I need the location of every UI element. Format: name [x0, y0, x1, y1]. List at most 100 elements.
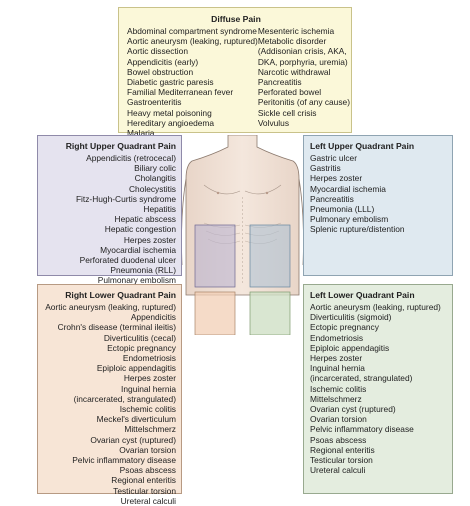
condition-item: Herpes zoster	[310, 173, 363, 184]
condition-item: Ureteral calculi	[310, 465, 366, 476]
condition-item: Testicular torsion	[310, 455, 373, 466]
left-lower-quadrant-box: Left Lower Quadrant Pain Aortic aneurysm…	[303, 284, 453, 494]
condition-item: Abdominal compartment syndrome	[127, 26, 257, 36]
condition-item: Pancreatitis	[310, 193, 354, 204]
condition-item: DKA, porphyria, uremia)	[257, 56, 348, 67]
condition-item: Ovarian cyst (ruptured)	[90, 434, 176, 445]
condition-item: Ovarian torsion	[119, 444, 176, 455]
condition-item: Ovarian torsion	[310, 414, 367, 425]
condition-item: (Addisonian crisis, AKA,	[257, 46, 347, 57]
condition-item: Psoas abscess	[310, 434, 367, 445]
condition-item: Regional enteritis	[310, 444, 375, 455]
nipple	[265, 191, 269, 195]
condition-item: Crohn's disease (terminal ileitis)	[57, 322, 176, 333]
condition-item: Diabetic gastric paresis	[127, 77, 214, 88]
condition-item: Appendicitis (early)	[127, 56, 199, 67]
condition-item: Testicular torsion	[113, 485, 176, 496]
condition-item: Pelvic inflammatory disease	[72, 455, 176, 466]
condition-item: Pancreatitis	[257, 77, 302, 88]
condition-item: Ectopic pregnancy	[310, 322, 379, 333]
luq-title: Left Upper Quadrant Pain	[310, 141, 415, 151]
condition-item: Mesenteric ischemia	[257, 26, 335, 36]
condition-item: Diverticulitis (sigmoid)	[310, 312, 392, 323]
condition-item: Ischemic colitis	[119, 404, 176, 415]
condition-item: Pneumonia (LLL)	[310, 204, 375, 215]
ruq-region-overlay	[194, 224, 236, 288]
condition-item: Gastric ulcer	[310, 153, 358, 163]
condition-item: Endometriosis	[122, 353, 176, 364]
condition-item: Aortic aneurysm (leaking, ruptured)	[310, 302, 441, 312]
condition-item: Herpes zoster	[123, 234, 176, 245]
condition-item: Aortic aneurysm (leaking, ruptured)	[127, 36, 258, 47]
condition-item: Cholangitis	[134, 173, 176, 184]
rlq-list: Aortic aneurysm (leaking, ruptured)Appen…	[42, 302, 176, 506]
condition-item: Meckel's diverticulum	[96, 414, 176, 425]
condition-item: Familial Mediterranean fever	[127, 87, 234, 98]
condition-item: Peritonitis (of any cause)	[257, 97, 350, 108]
right-upper-quadrant-box: Right Upper Quadrant Pain Appendicitis (…	[37, 135, 182, 285]
condition-item: Herpes zoster	[123, 373, 176, 384]
condition-item: Hepatic abscess	[114, 214, 176, 225]
condition-item: Perforated duodenal ulcer	[79, 255, 176, 266]
condition-item: Pelvic inflammatory disease	[310, 424, 414, 435]
condition-item: Appendicitis	[130, 312, 176, 323]
condition-item: Regional enteritis	[111, 475, 176, 486]
condition-item: Bowel obstruction	[127, 66, 194, 77]
condition-item: Ischemic colitis	[310, 383, 367, 394]
condition-item: Gastritis	[310, 163, 341, 174]
condition-item: Sickle cell crisis	[257, 107, 317, 118]
condition-item: Inguinal hernia	[310, 363, 365, 374]
condition-item: Aortic aneurysm (leaking, ruptured)	[45, 302, 176, 312]
condition-item: Mittelschmerz	[124, 424, 176, 435]
condition-item: Pulmonary embolism	[97, 275, 176, 286]
diffuse-pain-box: Diffuse Pain Abdominal compartment syndr…	[118, 7, 352, 138]
condition-item: Hereditary angioedema	[127, 117, 215, 128]
diffuse-pain-title: Diffuse Pain	[211, 14, 261, 24]
chest-contour	[244, 184, 282, 195]
condition-item: Appendicitis (retrocecal)	[86, 153, 176, 163]
condition-item: (incarcerated, strangulated)	[73, 393, 176, 404]
condition-item: Gastroenteritis	[127, 97, 182, 108]
right-arm-shape	[298, 178, 303, 265]
condition-item: Mittelschmerz	[310, 393, 362, 404]
chest-contour	[203, 184, 241, 195]
condition-item: Splenic rupture/distention	[310, 224, 405, 235]
condition-item: Malaria	[127, 128, 155, 139]
nipple	[216, 191, 220, 195]
condition-item: Hepatic congestion	[104, 224, 176, 235]
condition-item: Pneumonia (RLL)	[110, 265, 176, 276]
luq-region-overlay	[249, 224, 291, 288]
condition-item: Endometriosis	[310, 332, 364, 343]
condition-item: Myocardial ischemia	[100, 244, 176, 255]
condition-item: Fitz-Hugh-Curtis syndrome	[75, 193, 176, 204]
condition-item: Myocardial ischemia	[310, 183, 386, 194]
condition-item: Hepatitis	[143, 204, 176, 215]
condition-item: Ureteral calculi	[120, 495, 176, 506]
rlq-region-overlay	[194, 291, 236, 335]
condition-item: Ovarian cyst (ruptured)	[310, 404, 396, 415]
condition-item: Diverticulitis (cecal)	[103, 332, 176, 343]
condition-item: Herpes zoster	[310, 353, 363, 364]
condition-item: Biliary colic	[134, 163, 176, 174]
condition-item: Inguinal hernia	[121, 383, 176, 394]
torso-illustration	[182, 135, 303, 335]
left-arm-shape	[182, 178, 187, 265]
rlq-title: Right Lower Quadrant Pain	[65, 290, 176, 300]
condition-item: (incarcerated, strangulated)	[310, 373, 413, 384]
condition-item: Narcotic withdrawal	[257, 66, 331, 77]
condition-item: Aortic dissection	[127, 46, 188, 57]
condition-item: Ectopic pregnancy	[107, 342, 176, 353]
right-lower-quadrant-box: Right Lower Quadrant Pain Aortic aneurys…	[37, 284, 182, 506]
condition-item: Heavy metal poisoning	[127, 107, 212, 118]
condition-item: Metabolic disorder	[257, 36, 327, 47]
condition-item: Cholecystitis	[128, 183, 176, 194]
condition-item: Perforated bowel	[257, 87, 322, 98]
ruq-title: Right Upper Quadrant Pain	[65, 141, 176, 151]
llq-title: Left Lower Quadrant Pain	[310, 290, 415, 300]
